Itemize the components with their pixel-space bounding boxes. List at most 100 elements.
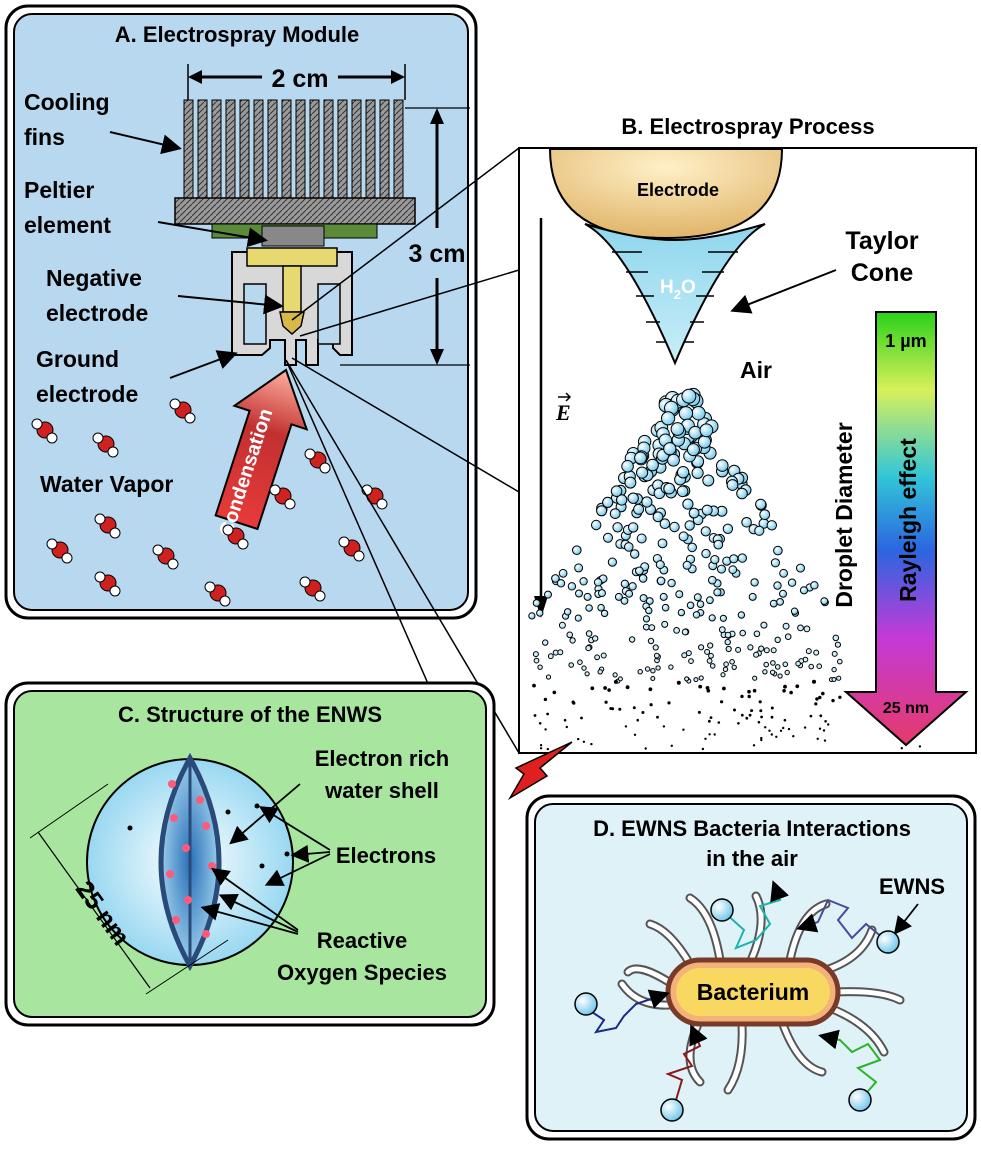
droplet (667, 578, 676, 588)
droplet (783, 684, 787, 689)
droplet (684, 676, 690, 682)
bacterium-label: Bacterium (697, 979, 809, 1005)
droplet (662, 725, 666, 728)
label-cooling-fins-line1: Cooling (24, 89, 110, 115)
droplet (717, 721, 721, 724)
droplet (824, 720, 827, 723)
droplet (603, 686, 607, 690)
droplet (706, 658, 713, 664)
droplet (637, 669, 643, 675)
droplet (724, 638, 731, 646)
droplet (638, 574, 648, 583)
ros-dot (172, 916, 180, 924)
droplet (739, 629, 747, 637)
droplet (575, 589, 583, 598)
droplet (762, 669, 768, 675)
droplet (740, 694, 744, 699)
taylor-cone (584, 223, 766, 366)
droplet (545, 674, 552, 680)
hydrogen-atom (269, 484, 281, 496)
droplet (572, 545, 582, 556)
droplet (763, 661, 770, 668)
droplet (569, 637, 576, 644)
droplet (596, 505, 608, 517)
hydrogen-atom (109, 585, 121, 597)
droplet (670, 422, 685, 436)
droplet (577, 659, 583, 666)
droplet (784, 669, 790, 676)
droplet (639, 594, 648, 603)
droplet (770, 715, 774, 719)
pilus-inner (779, 1019, 825, 1075)
droplet (688, 507, 700, 519)
droplet (792, 735, 795, 738)
droplet (808, 663, 815, 670)
droplet (584, 671, 590, 677)
droplet (787, 578, 797, 587)
droplet (719, 614, 728, 622)
ros-dot (184, 896, 192, 904)
droplet (667, 453, 680, 467)
pilus-inner (833, 989, 903, 1003)
hydrogen-atom (46, 432, 58, 444)
ros-dot (182, 844, 190, 852)
ewns-walk-path (665, 1024, 708, 1101)
droplet (691, 406, 706, 421)
droplet (708, 733, 711, 736)
droplet (625, 589, 634, 598)
droplet (827, 723, 830, 726)
droplet (536, 609, 544, 617)
size-top-label: 1 µm (885, 331, 926, 351)
field-label: E (555, 400, 571, 425)
panel-d-title-line1: D. EWNS Bacteria Interactions (593, 816, 911, 841)
droplet (612, 522, 623, 533)
water-molecule-icon (204, 581, 231, 607)
droplet (552, 690, 557, 695)
droplet (636, 533, 647, 544)
droplet (812, 679, 816, 684)
droplet (607, 557, 618, 567)
droplet (607, 688, 611, 692)
droplet (613, 679, 618, 684)
droplet (673, 627, 680, 634)
droplet (647, 637, 655, 645)
droplet (547, 653, 554, 660)
droplet (789, 690, 793, 695)
droplet (900, 747, 903, 750)
droplet (770, 660, 776, 666)
droplet (687, 542, 698, 553)
droplet (655, 665, 661, 671)
pilus-inner (625, 966, 675, 987)
droplet (722, 523, 734, 534)
hydrogen-atom (61, 552, 73, 564)
droplet (779, 589, 787, 598)
droplet (646, 458, 659, 472)
negative-electrode-pointer (177, 294, 284, 315)
condensation-arrow-shape (214, 368, 309, 531)
droplet (704, 648, 711, 655)
droplet (574, 563, 584, 573)
droplet (782, 622, 790, 630)
droplet (748, 592, 757, 601)
droplet (736, 487, 748, 500)
pilus-inner (827, 1005, 887, 1055)
spray-droplets (528, 387, 922, 751)
cooling-fin (281, 99, 292, 201)
droplet (563, 718, 567, 722)
hydrogen-atom (46, 538, 58, 550)
droplet (803, 726, 807, 729)
water-molecule-icon (92, 432, 119, 458)
cooling-fin (225, 99, 236, 201)
droplet (809, 714, 813, 718)
droplet (661, 620, 669, 628)
droplet (644, 666, 651, 672)
droplet (708, 614, 716, 622)
droplet (620, 597, 629, 605)
cooling-fin (351, 99, 362, 201)
droplet (740, 713, 744, 717)
droplet (724, 631, 732, 639)
ros-dot (168, 780, 176, 788)
ewns-pointer (893, 903, 919, 935)
droplet (628, 636, 636, 643)
cone-water-lines (612, 251, 738, 343)
